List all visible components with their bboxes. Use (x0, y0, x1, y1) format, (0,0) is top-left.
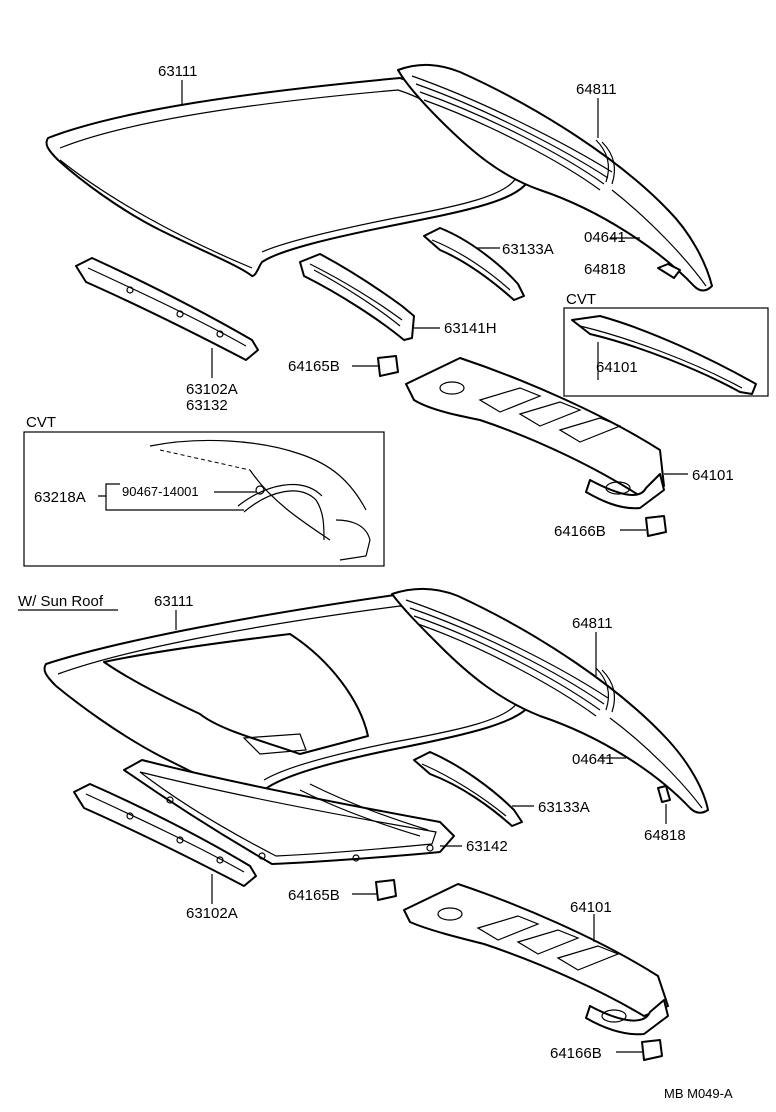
label-rear-rail: 63141H (444, 320, 497, 337)
label-bracket: 64165B (288, 887, 340, 904)
bracket-64165B-sunroof (375, 879, 397, 901)
label-clip-64818: 64818 (644, 827, 686, 844)
label-roof-panel: 63111 (154, 593, 194, 610)
back-window-sunroof (391, 587, 709, 814)
bracket-64165B-top (377, 355, 399, 377)
label-side-rail: 63133A (538, 799, 590, 816)
label-cvt-cover: 64101 (596, 359, 638, 376)
label-back-window: 64811 (572, 615, 613, 632)
label-side-rail: 63133A (502, 241, 554, 258)
part-labels: 63111 64811 04641 64818 63133A 63141H 63… (34, 63, 734, 1101)
footer-code: MB M049-A (664, 1086, 733, 1101)
label-bracket: 64165B (288, 358, 340, 375)
label-window-seal: 04641 (572, 751, 614, 768)
rear-rail-63141H-top (299, 253, 415, 341)
back-window-top (397, 63, 713, 292)
cvt-box-left: CVT (23, 414, 385, 567)
label-clip-64818: 64818 (584, 261, 626, 278)
cvt-box-top-right: CVT (563, 291, 769, 397)
label-front-header-alt: 63132 (186, 397, 228, 414)
label-window-seal: 04641 (584, 229, 626, 246)
front-header-sunroof (73, 783, 257, 887)
label-package-shelf: 64101 (692, 467, 734, 484)
cvt-box-title: CVT (566, 291, 596, 308)
label-front-header: 63102A (186, 381, 238, 398)
front-header-top (75, 257, 259, 361)
package-shelf-top (405, 357, 665, 510)
label-sunroof-frame: 63142 (466, 838, 508, 855)
label-roof-panel: 63111 (158, 63, 198, 80)
side-rail-63133A-top (423, 227, 525, 301)
sunroof-frame-63142 (123, 759, 455, 865)
clip-64818-sunroof (657, 785, 671, 803)
roof-panel-top (45, 77, 531, 277)
leader-lines (98, 80, 688, 1053)
label-grommet: 64166B (554, 523, 606, 540)
grommet-64166B-sunroof (641, 1039, 663, 1061)
clip-64818-top (657, 263, 681, 279)
label-back-window: 64811 (576, 81, 617, 98)
side-rail-63133A-sunroof (413, 751, 523, 827)
roof-panel-sunroof (43, 593, 533, 807)
label-cvt-assy: 63218A (34, 489, 86, 506)
package-shelf-sunroof (403, 883, 669, 1036)
label-cvt-clip: 90467-14001 (122, 484, 199, 499)
cvt-box-title: CVT (26, 414, 56, 431)
grommet-64166B-top (645, 515, 667, 537)
label-front-header: 63102A (186, 905, 238, 922)
sunroof-section-title: W/ Sun Roof (18, 593, 104, 610)
label-grommet: 64166B (550, 1045, 602, 1062)
label-package-shelf: 64101 (570, 899, 612, 916)
